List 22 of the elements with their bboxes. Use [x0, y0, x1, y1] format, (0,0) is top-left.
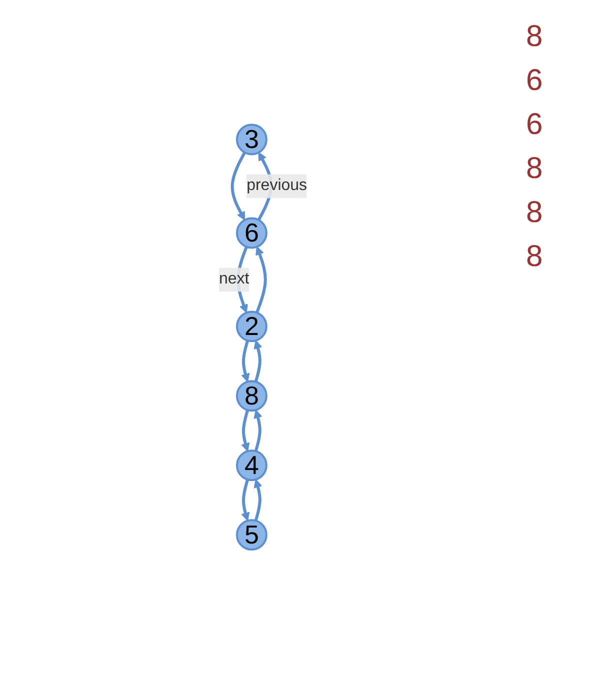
arrow — [241, 340, 250, 382]
arrow — [255, 246, 267, 313]
edge-label: next — [218, 270, 250, 288]
weight-label: 6 — [526, 108, 544, 142]
weight-label: 6 — [526, 64, 544, 98]
weight-label: 8 — [526, 196, 544, 230]
weight-label: 8 — [526, 152, 544, 186]
node-circle: 5 — [236, 518, 268, 550]
arrow — [230, 152, 246, 220]
arrow — [254, 478, 262, 521]
arrow — [241, 409, 250, 452]
node-circle: 3 — [236, 124, 268, 156]
weight-label: 8 — [526, 240, 544, 274]
node-circle: 2 — [236, 310, 268, 342]
node-circle: 6 — [236, 217, 268, 249]
node-circle: 8 — [236, 380, 268, 412]
arrow — [254, 410, 262, 452]
arrow — [254, 340, 262, 382]
node-circle: 4 — [236, 449, 268, 481]
weight-label: 8 — [526, 20, 544, 54]
edge-label: previous — [246, 177, 308, 194]
arrow — [241, 478, 250, 521]
